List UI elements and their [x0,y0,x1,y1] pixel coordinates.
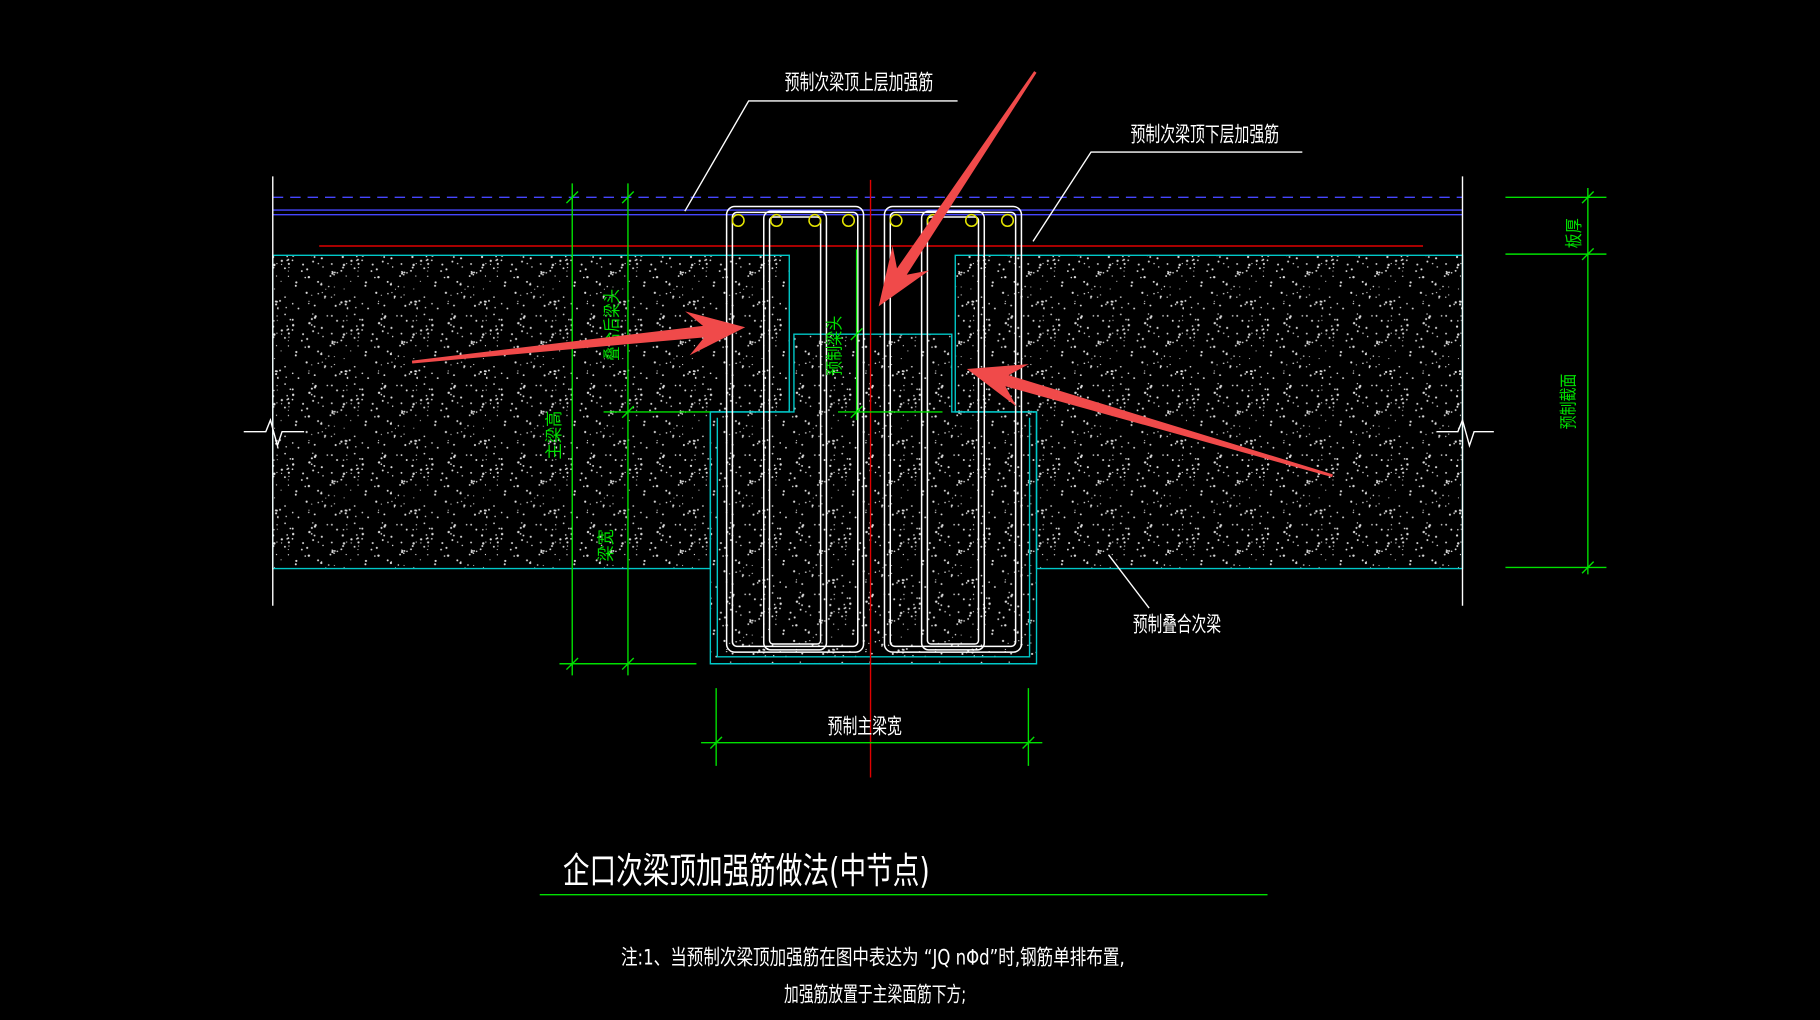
dimension-tick [1581,561,1595,574]
annotation-arrow-left [411,311,746,364]
label-precast-main-beam-width: 预制主梁宽 [828,714,902,738]
outer-stirrup-inner-edge [731,211,859,648]
label-top-lower-rebar: 预制次梁顶下层加强筋 [1131,123,1280,147]
right-stirrup-group [883,205,1023,653]
outer-stirrup [883,205,1023,653]
outer-stirrup-inner-edge [889,211,1017,648]
annotation-arrows [411,71,1333,478]
drawing-title: 企口次梁顶加强筋做法(中节点) [563,851,930,892]
leader-top-lower-rebar [1032,151,1303,242]
dimension-tick [565,190,579,204]
note-line-1: 注:1、当预制次梁顶加强筋在图中表达为 “JQ nΦd”时,钢筋单排布置, [621,945,1125,969]
precast-main-beam [709,333,1038,665]
rebar-section [889,213,903,228]
leader-precast-secondary-beam [1107,554,1150,609]
dimension-tick [850,327,863,341]
dimension-tick [621,405,635,419]
dimension-tick [621,190,635,204]
dimension-tick [1022,736,1035,749]
outer-stirrup [725,205,865,653]
left-stirrup-group [725,205,865,653]
dimension-tick [1581,190,1595,204]
label-precast-secondary-beam: 预制叠合次梁 [1133,612,1221,636]
dim-label-precast-beam-head: 预制梁头 [826,316,846,376]
inner-stirrup [920,210,986,651]
dim-label-main-beam-height: 主梁高 [545,411,565,460]
rebar-section [731,213,745,228]
center-dimensions [838,249,943,421]
precast-main-beam-inner-outline [716,417,1031,658]
inner-stirrup-inner-edge [768,216,822,645]
dimension-tick [565,657,579,671]
right-dimensions [1505,187,1607,575]
left-dimensions [559,183,711,676]
inner-stirrup [762,210,828,651]
rebar-section-dots [731,213,1015,228]
left-break-symbol [243,417,305,448]
leader-top-upper-rebar [684,100,958,212]
dim-label-beam-width: 梁宽 [597,529,617,561]
right-break-symbol [1436,417,1494,448]
rebar-section [769,213,784,228]
dim-label-precast-section: 预制截面 [1559,374,1579,430]
rebar-section [841,213,856,228]
bottom-dimensions [701,688,1043,766]
dimension-tick [709,736,723,749]
note-line-2: 加强筋放置于主梁面筋下方; [784,982,966,1006]
dimension-tick [850,405,863,419]
dimension-tick [621,657,635,671]
rebar-section [808,213,822,228]
inner-stirrup-inner-edge [926,216,980,645]
annotation-arrow-right [966,364,1333,478]
rebar-section [1000,213,1015,228]
label-top-upper-rebar: 预制次梁顶上层加强筋 [785,70,934,94]
annotation-arrow-top [878,71,1037,307]
dim-label-slab-thickness: 板厚 [1565,218,1585,248]
dimension-tick [1581,247,1595,261]
rebar-section [964,213,979,228]
dim-label-composite-beam-head: 叠合后梁头 [603,289,623,361]
